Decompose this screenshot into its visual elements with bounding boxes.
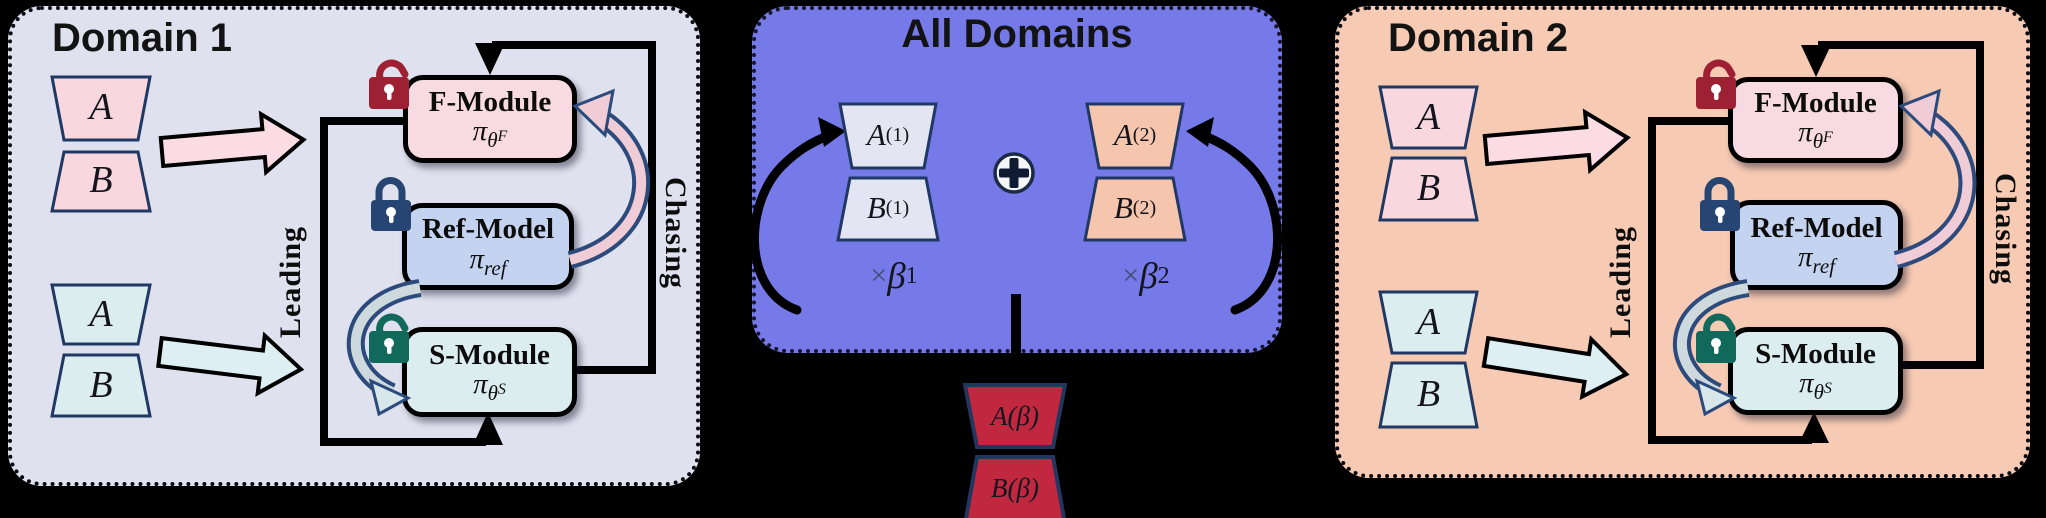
d1-f-module-name: F-Module <box>428 85 552 118</box>
merge-plus-icon <box>993 152 1035 194</box>
d1-s-module-box: S-Module πθS <box>402 327 577 417</box>
d2-cyan-adapter-a: A <box>1416 300 1441 343</box>
merged-adapter-b-shape <box>964 455 1066 518</box>
all-adapter2-a: A(2) <box>1113 117 1157 152</box>
d2-ref-model-policy: πref <box>1797 241 1836 279</box>
d1-s-module-name: S-Module <box>429 338 550 371</box>
d2-cyan-block-arrow <box>1481 335 1630 401</box>
all-adapter2-b: B(2) <box>1113 190 1157 225</box>
d2-pink-adapter-b: B <box>1416 167 1441 209</box>
d1-title: Domain 1 <box>52 16 233 60</box>
d2-f-module-unlocked-icon <box>1696 59 1736 109</box>
all-adapter1-a: A(1) <box>866 117 910 152</box>
merge-arrow-right <box>1197 130 1283 315</box>
all-adapter1-a-shape <box>838 102 938 170</box>
d2-ref-model-box: Ref-Model πref <box>1730 200 1903 290</box>
merged-adapter-a-shape <box>962 383 1068 449</box>
d1-pink-adapter-b-shape <box>50 150 152 213</box>
d2-f-module-policy: πθF <box>1798 116 1833 154</box>
d1-pink-adapter-a-shape <box>50 75 152 142</box>
d1-ref-model-name: Ref-Model <box>421 213 555 246</box>
all-adapter2-b-shape <box>1083 176 1187 242</box>
merge-arrow-left <box>749 130 835 315</box>
d1-arrow-into-s-module <box>473 412 503 445</box>
d2-s-module-unlocked-icon <box>1696 313 1736 363</box>
d2-ref-model-locked-icon <box>1700 177 1740 231</box>
d1-leading-ribbon-arrow <box>346 279 422 417</box>
d1-s-module-policy: πθS <box>473 368 506 406</box>
d2-cyan-adapter-a-shape <box>1378 290 1479 355</box>
d2-pink-adapter-a: A <box>1416 96 1441 138</box>
all-domains-title: All Domains <box>901 12 1133 56</box>
d1-chasing-bracket <box>492 41 656 374</box>
d1-pink-adapter-b: B <box>89 159 113 201</box>
d1-f-module-box: F-Module πθF <box>403 75 577 163</box>
d1-cyan-adapter-b: B <box>89 364 113 406</box>
d2-pink-adapter-a-shape <box>1378 85 1479 150</box>
d1-chasing-ribbon-arrow <box>567 88 651 269</box>
d2-cyan-adapter-b: B <box>1416 373 1441 415</box>
d2-cyan-adapter-b-shape <box>1378 361 1479 429</box>
d1-s-module-unlocked-icon <box>369 313 409 363</box>
merged-adapter-a: A(β) <box>991 400 1039 431</box>
d2-pink-adapter-b-shape <box>1378 156 1479 222</box>
d1-cyan-block-arrow <box>156 331 305 397</box>
d2-leading-label: Leading <box>1604 225 1637 339</box>
d1-pink-block-arrow <box>158 110 307 177</box>
d2-chasing-bracket <box>1818 41 1984 369</box>
d2-f-module-name: F-Module <box>1754 86 1877 119</box>
merged-adapter-b: B(β) <box>991 472 1039 503</box>
d1-cyan-adapter-a: A <box>89 293 113 335</box>
d1-cyan-adapter-b-shape <box>50 353 152 418</box>
d2-ref-model-name: Ref-Model <box>1750 211 1883 244</box>
d2-chasing-ribbon-arrow <box>1893 88 1977 269</box>
all-adapter2-a-shape <box>1085 102 1185 170</box>
d2-s-module-box: S-Module πθS <box>1728 327 1903 415</box>
d1-leading-label: Leading <box>274 225 307 339</box>
d1-pink-adapter-a: A <box>89 86 113 128</box>
d1-f-module-unlocked-icon <box>369 59 409 109</box>
d1-ref-model-box: Ref-Model πref <box>402 203 574 290</box>
d2-arrow-into-s-module <box>1799 412 1829 443</box>
d1-cyan-adapter-a-shape <box>50 283 152 346</box>
d1-chasing-label: Chasing <box>659 176 692 290</box>
d1-ref-model-policy: πref <box>469 242 507 280</box>
merge-arrow-left-head <box>818 117 846 147</box>
d2-f-module-box: F-Module πθF <box>1728 77 1903 163</box>
d2-leading-ribbon-arrow <box>1673 279 1750 417</box>
d2-chasing-label: Chasing <box>1989 172 2022 286</box>
d1-arrow-into-f-module <box>475 43 505 75</box>
d2-s-module-policy: πθS <box>1799 367 1832 405</box>
d1-leading-bracket <box>320 117 486 446</box>
all-adapter1-b: B(1) <box>866 190 910 225</box>
d1-ref-model-locked-icon <box>371 177 411 231</box>
d2-title: Domain 2 <box>1388 16 1569 60</box>
all-adapter1-b-shape <box>836 176 940 242</box>
merge-arrow-right-head <box>1186 117 1214 147</box>
d2-s-module-name: S-Module <box>1755 337 1876 370</box>
d2-arrow-into-f-module <box>1801 45 1831 77</box>
d2-pink-block-arrow <box>1482 108 1631 175</box>
d2-leading-bracket <box>1648 117 1812 444</box>
d1-f-module-policy: πθF <box>472 115 508 153</box>
